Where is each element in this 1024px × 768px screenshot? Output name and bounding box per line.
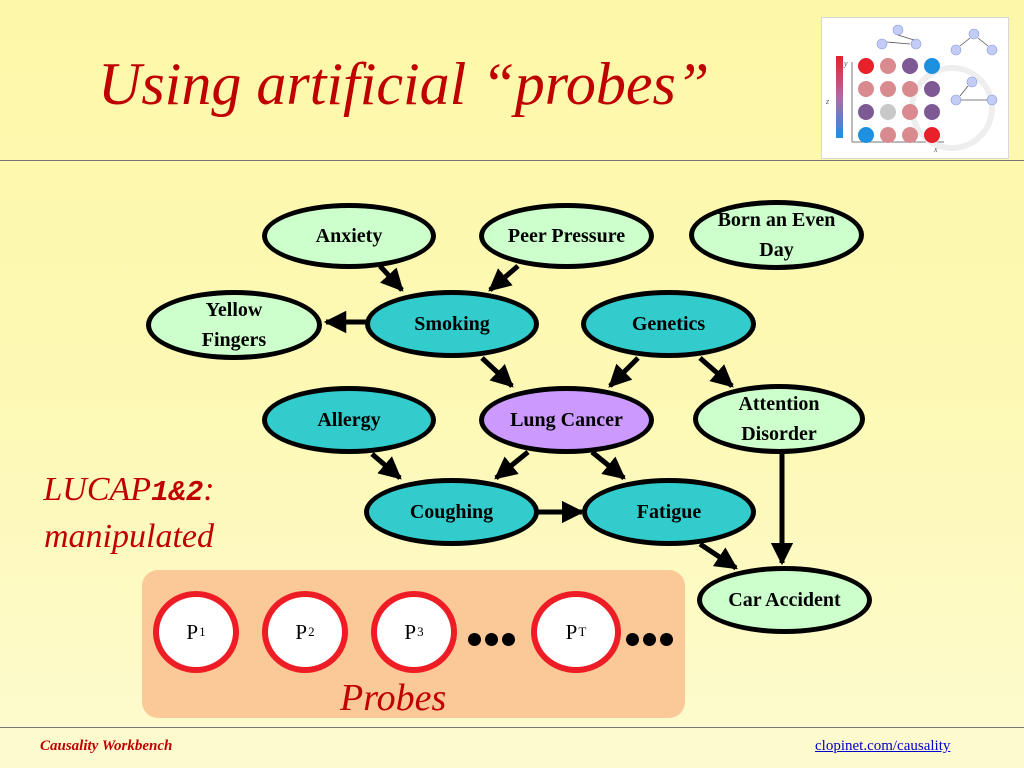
probe-subscript: 3	[417, 624, 424, 639]
thumbnail-dot	[924, 127, 940, 143]
thumbnail-graphic: z y x	[825, 24, 998, 154]
probes-label: Probes	[340, 677, 447, 719]
probe-letter: P	[404, 619, 417, 644]
edge-allergy-coughing	[370, 452, 402, 480]
node-car-accident: Car Accident	[697, 566, 872, 634]
lucap-label-line2: manipulated	[44, 518, 214, 555]
node-genetics: Genetics	[581, 290, 756, 358]
node-attention-disorder: Attention Disorder	[693, 384, 865, 454]
ellipsis-dots-trailing	[626, 626, 677, 652]
thumbnail-colorbar	[836, 56, 843, 138]
edge-genetics-lung-cancer	[608, 356, 640, 388]
thumbnail-axis-y: y	[843, 59, 848, 68]
probe-letter: P	[565, 619, 578, 644]
thumbnail-dot	[924, 104, 940, 120]
thumbnail-dot	[880, 127, 896, 143]
lucap-label-line1: LUCAP1&2:	[10, 468, 248, 515]
probe-letter: P	[295, 619, 308, 644]
node-peer-pressure: Peer Pressure	[479, 203, 654, 269]
thumbnail-dot	[858, 127, 874, 143]
thumbnail-figure: z y x	[821, 17, 1009, 159]
slide-title: Using artificial “probes”	[98, 51, 710, 117]
node-allergy: Allergy	[262, 386, 436, 454]
thumbnail-dot	[902, 81, 918, 97]
edge-peer-pressure-smoking	[488, 264, 520, 292]
edge-lung-cancer-fatigue	[590, 450, 626, 480]
probe-subscript: 2	[308, 624, 315, 639]
node-anxiety: Anxiety	[262, 203, 436, 269]
probe-subscript: T	[578, 624, 587, 639]
edge-lung-cancer-coughing	[494, 450, 530, 480]
thumbnail-dot	[924, 58, 940, 74]
thumbnail-axis-z: z	[825, 97, 830, 106]
lucap-label: LUCAP1&2: manipulated	[10, 468, 248, 559]
footer-link[interactable]: clopinet.com/causality	[815, 738, 951, 754]
thumbnail-dot	[902, 104, 918, 120]
title-divider	[0, 160, 1024, 161]
lucap-colon: :	[203, 471, 215, 508]
node-born-even-day: Born an Even Day	[689, 200, 864, 270]
thumbnail-dot	[858, 58, 874, 74]
thumbnail-dot	[880, 58, 896, 74]
footer-divider	[0, 727, 1024, 728]
thumbnail-dot	[880, 104, 896, 120]
edge-genetics-attention	[698, 356, 734, 388]
thumbnail-dot	[858, 104, 874, 120]
lucap-prefix: LUCAP	[43, 471, 152, 508]
edge-smoking-lung-cancer	[480, 356, 514, 388]
lucap-code: 1&2	[151, 476, 204, 509]
edge-anxiety-smoking	[378, 264, 404, 292]
thumbnail-dot	[902, 58, 918, 74]
node-yellow-fingers: Yellow Fingers	[146, 290, 322, 360]
node-fatigue: Fatigue	[582, 478, 756, 546]
thumbnail-dot	[902, 127, 918, 143]
edge-fatigue-car-accident	[698, 541, 738, 571]
thumbnail-axis-x: x	[933, 145, 938, 154]
thumbnail-dot	[924, 81, 940, 97]
node-coughing: Coughing	[364, 478, 539, 546]
thumbnail-dot	[880, 81, 896, 97]
probe-letter: P	[186, 619, 199, 644]
node-lung-cancer: Lung Cancer	[479, 386, 654, 454]
thumbnail-dot-grid	[858, 58, 940, 143]
node-smoking: Smoking	[365, 290, 539, 358]
ellipsis-dots	[468, 626, 519, 652]
probe-subscript: 1	[199, 624, 206, 639]
thumbnail-dot	[858, 81, 874, 97]
footer-brand: Causality Workbench	[40, 738, 173, 754]
